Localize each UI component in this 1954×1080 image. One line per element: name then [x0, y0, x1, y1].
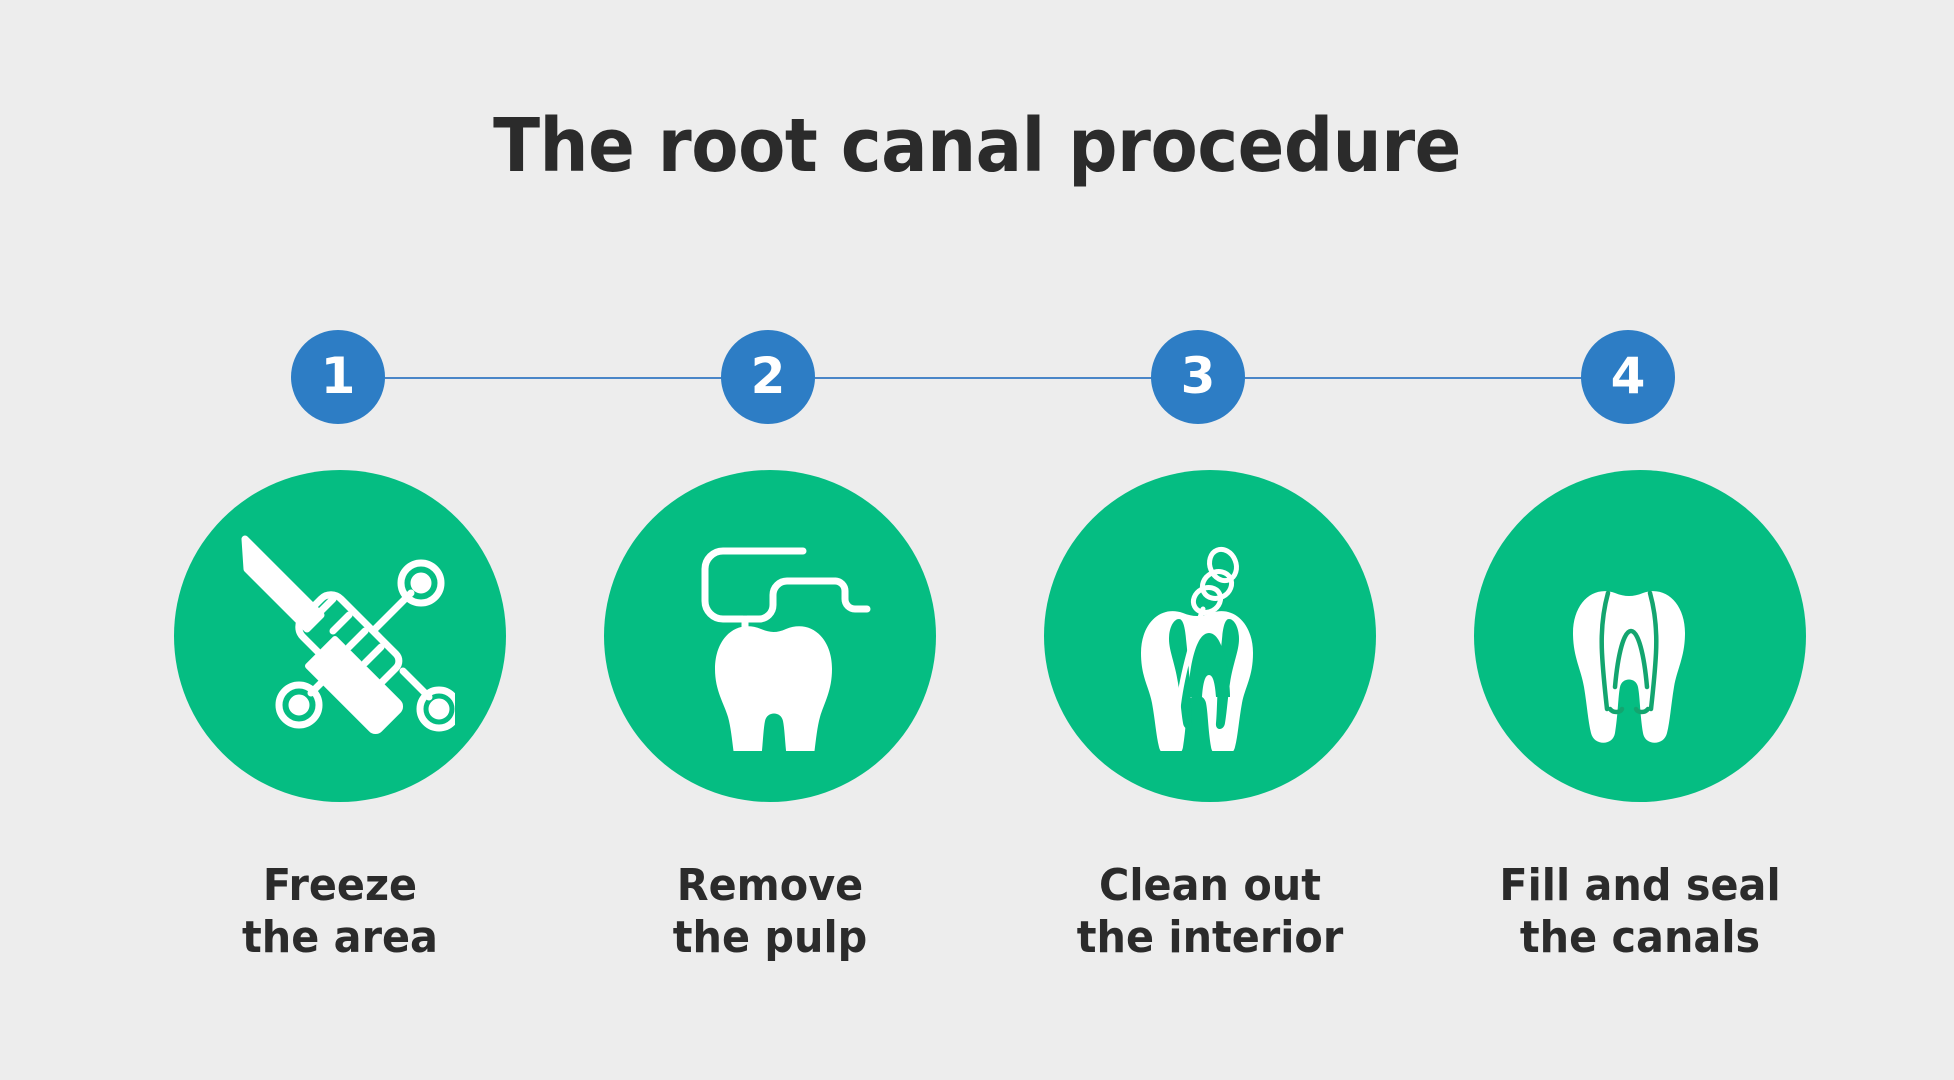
- step-caption-3: Clean out the interior: [1050, 860, 1370, 964]
- left-canal: [1169, 619, 1193, 729]
- step-bullet-number: 1: [320, 346, 356, 405]
- tooth-shape: [715, 626, 832, 751]
- step-caption-line2: the pulp: [672, 911, 868, 963]
- step-bullet-1[interactable]: 1: [291, 330, 385, 424]
- step-bullet-3[interactable]: 3: [1151, 330, 1245, 424]
- step-column-3: Clean out the interior: [1040, 470, 1380, 964]
- step-icon-disc-1: [174, 470, 506, 802]
- tooth-with-drill-icon: [701, 547, 871, 751]
- step-caption-line2: the interior: [1076, 911, 1344, 963]
- step-column-1: Freeze the area: [170, 470, 510, 964]
- step-bullet-4[interactable]: 4: [1581, 330, 1675, 424]
- pulp-chamber: [1188, 633, 1230, 697]
- timeline-connector-3-4: [1245, 377, 1585, 379]
- step-caption-line2: the canals: [1519, 911, 1761, 963]
- page-title: The root canal procedure: [493, 103, 1461, 189]
- step-bullet-number: 3: [1180, 346, 1216, 405]
- step-caption-line1: Remove: [676, 860, 864, 911]
- step-bullet-2[interactable]: 2: [721, 330, 815, 424]
- step-column-2: Remove the pulp: [600, 470, 940, 964]
- step-bullet-number: 2: [750, 346, 786, 405]
- tooth-sealed-canals-icon: [1573, 590, 1685, 743]
- step-caption-4: Fill and seal the canals: [1480, 860, 1800, 964]
- step-caption-line1: Clean out: [1099, 860, 1321, 911]
- step-column-4: Fill and seal the canals: [1470, 470, 1810, 964]
- step-icon-disc-3: [1044, 470, 1376, 802]
- tooth-cross-section-with-file-icon: [1141, 546, 1253, 751]
- step-icon-disc-2: [604, 470, 936, 802]
- tooth-shape: [1573, 591, 1685, 743]
- timeline-connector-2-3: [815, 377, 1155, 379]
- step-timeline: 1 2 3 4: [0, 330, 1954, 430]
- step-caption-2: Remove the pulp: [610, 860, 930, 964]
- step-icon-disc-4: [1474, 470, 1806, 802]
- step-caption-line1: Freeze: [262, 860, 418, 911]
- syringe-icon: [241, 535, 455, 734]
- timeline-connector-1-2: [385, 377, 725, 379]
- step-caption-line1: Fill and seal: [1499, 860, 1781, 911]
- step-caption-1: Freeze the area: [180, 860, 500, 964]
- step-caption-line2: the area: [242, 911, 438, 963]
- step-bullet-number: 4: [1610, 346, 1646, 405]
